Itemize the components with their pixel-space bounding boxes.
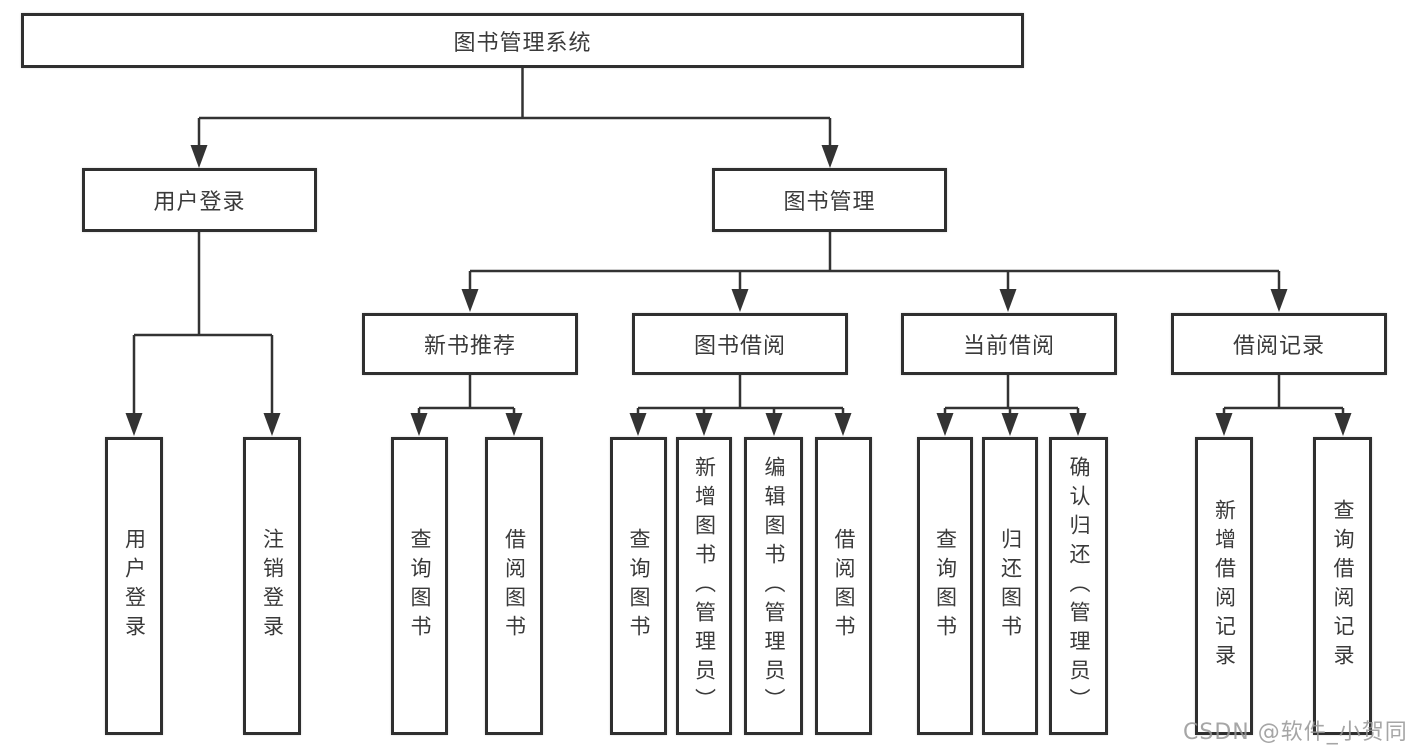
- leaf-current-confirm: 确认归还（管理员）: [1049, 437, 1108, 735]
- node-current-borrow-label: 当前借阅: [962, 334, 1055, 359]
- leaf-bookborrow-add-label: 新增图书（管理员）: [692, 455, 717, 717]
- leaf-bookborrow-borrow: 借阅图书: [815, 437, 872, 735]
- leaf-logout-label: 注销登录: [260, 528, 285, 644]
- leaf-records-add-label: 新增借阅记录: [1212, 499, 1237, 673]
- node-new-books: 新书推荐: [362, 313, 578, 375]
- node-new-books-label: 新书推荐: [423, 334, 516, 359]
- node-root: 图书管理系统: [21, 13, 1024, 68]
- node-book-borrow-label: 图书借阅: [693, 334, 786, 359]
- node-book-mgmt-label: 图书管理: [783, 190, 876, 215]
- leaf-bookborrow-query-label: 查询图书: [627, 528, 651, 644]
- leaf-records-query-label: 查询借阅记录: [1331, 499, 1355, 673]
- leaf-current-return: 归还图书: [982, 437, 1038, 735]
- leaf-newbooks-borrow: 借阅图书: [485, 437, 543, 735]
- leaf-records-query: 查询借阅记录: [1313, 437, 1372, 735]
- leaf-logout: 注销登录: [243, 437, 301, 735]
- leaf-current-query-label: 查询图书: [933, 528, 958, 644]
- node-book-borrow: 图书借阅: [632, 313, 848, 375]
- node-user-login: 用户登录: [82, 168, 317, 232]
- leaf-user-login: 用户登录: [105, 437, 163, 735]
- leaf-user-login-label: 用户登录: [122, 528, 147, 644]
- leaf-bookborrow-borrow-label: 借阅图书: [832, 528, 856, 644]
- leaf-current-return-label: 归还图书: [998, 528, 1023, 644]
- node-user-login-label: 用户登录: [153, 190, 246, 215]
- node-borrow-records-label: 借阅记录: [1232, 334, 1325, 359]
- leaf-newbooks-borrow-label: 借阅图书: [502, 528, 527, 644]
- leaf-bookborrow-edit: 编辑图书（管理员）: [744, 437, 803, 735]
- leaf-records-add: 新增借阅记录: [1195, 437, 1253, 735]
- node-book-mgmt: 图书管理: [712, 168, 947, 232]
- leaf-current-confirm-label: 确认归还（管理员）: [1067, 455, 1091, 717]
- watermark: CSDN @软件_小贺同学: [1183, 720, 1405, 745]
- leaf-bookborrow-edit-label: 编辑图书（管理员）: [762, 455, 786, 717]
- node-borrow-records: 借阅记录: [1171, 313, 1387, 375]
- leaf-newbooks-query: 查询图书: [391, 437, 448, 735]
- leaf-bookborrow-add: 新增图书（管理员）: [676, 437, 732, 735]
- leaf-bookborrow-query: 查询图书: [610, 437, 667, 735]
- leaf-current-query: 查询图书: [917, 437, 973, 735]
- node-current-borrow: 当前借阅: [901, 313, 1117, 375]
- leaf-newbooks-query-label: 查询图书: [408, 528, 432, 644]
- node-root-label: 图书管理系统: [453, 30, 592, 56]
